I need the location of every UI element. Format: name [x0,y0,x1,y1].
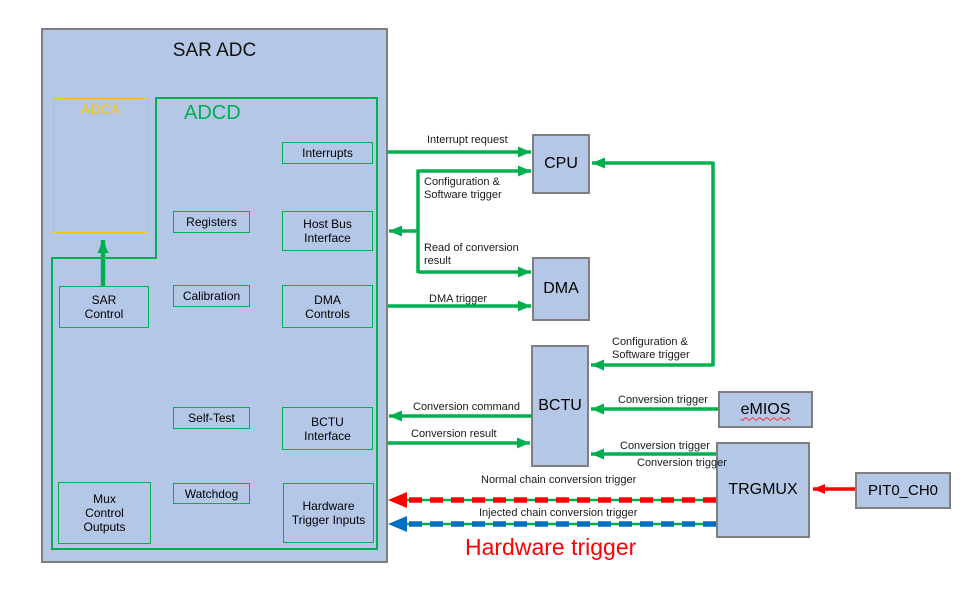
block-mux-control-outputs: Mux Control Outputs [58,482,151,544]
normal-chain-arrowhead [388,492,407,508]
adca-block [53,98,148,233]
label-conversion-result: Conversion result [411,428,497,440]
label-conversion-trigger-trgmux-2: Conversion trigger [637,457,727,469]
hardware-trigger-caption: Hardware trigger [465,534,637,560]
label-conversion-command: Conversion command [413,401,520,413]
block-interrupts: Interrupts [282,142,373,164]
emios-label: eMIOS [740,400,791,418]
label-interrupt-request: Interrupt request [427,134,508,146]
injected-chain-arrowhead [388,516,407,532]
block-bctu-interface: BCTU Interface [282,407,373,450]
block-emios: eMIOS [718,391,813,428]
label-read-of-conversion-result: Read of conversion result [424,242,519,267]
block-bctu: BCTU [531,345,589,467]
label-dma-trigger: DMA trigger [429,293,488,305]
label-conversion-trigger-trgmux: Conversion trigger [620,440,710,452]
block-dma: DMA [532,257,590,321]
label-normal-chain: Normal chain conversion trigger [481,474,637,486]
block-host-bus-interface: Host Bus Interface [282,211,373,251]
block-watchdog: Watchdog [173,483,250,504]
block-dma-controls: DMA Controls [282,285,373,328]
block-registers: Registers [173,211,250,233]
label-injected-chain: Injected chain conversion trigger [479,507,638,519]
block-trgmux: TRGMUX [716,442,810,538]
sar-adc-title: SAR ADC [172,40,257,61]
block-pit0-ch0: PIT0_CH0 [855,472,951,509]
adca-label: ADCA [81,101,120,117]
block-cpu: CPU [532,134,590,194]
adcd-label: ADCD [184,102,241,124]
block-hardware-trigger-inputs: Hardware Trigger Inputs [283,483,374,543]
block-calibration: Calibration [173,285,250,307]
label-config-sw-trigger-cpu: Configuration & Software trigger [424,176,502,201]
block-sar-control: SAR Control [59,286,149,328]
block-self-test: Self-Test [173,407,250,429]
label-conversion-trigger-emios: Conversion trigger [618,394,708,406]
label-config-sw-trigger-bctu: Configuration & Software trigger [612,336,690,361]
